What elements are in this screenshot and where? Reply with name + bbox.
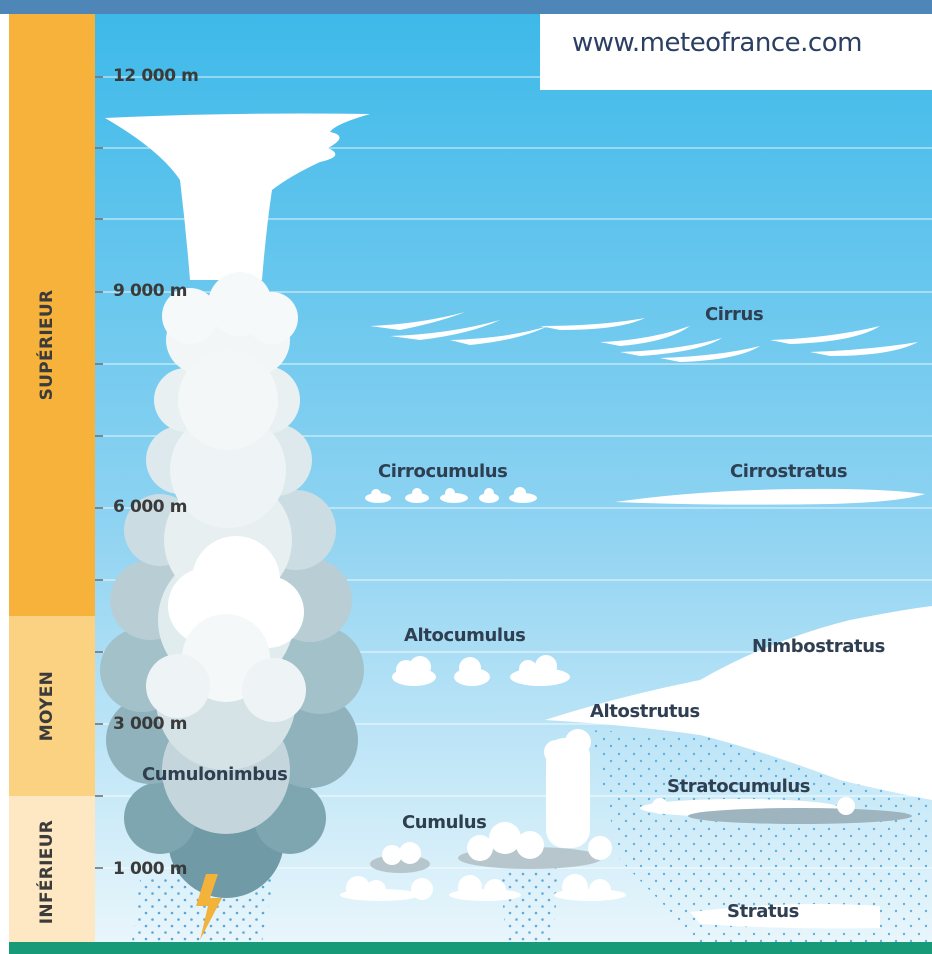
- label-stratocumulus: Stratocumulus: [667, 776, 810, 797]
- label-stratus: Stratus: [727, 901, 799, 922]
- ground-strip: [9, 942, 932, 954]
- altitude-label-1000: 1 000 m: [113, 859, 187, 879]
- top-edge: [0, 0, 932, 14]
- band-label-moyen: MOYEN: [37, 671, 57, 741]
- website-url[interactable]: www.meteofrance.com: [572, 28, 862, 58]
- altitude-label-3000: 3 000 m: [113, 714, 187, 734]
- label-cumulus: Cumulus: [402, 812, 487, 833]
- label-cumulonimbus: Cumulonimbus: [142, 764, 287, 785]
- altitude-label-12000: 12 000 m: [113, 66, 199, 86]
- label-cirrocumulus: Cirrocumulus: [378, 461, 507, 482]
- altitude-label-6000: 6 000 m: [113, 497, 187, 517]
- altitude-label-9000: 9 000 m: [113, 281, 187, 301]
- label-cirrus: Cirrus: [705, 304, 763, 325]
- label-cirrostratus: Cirrostratus: [730, 461, 847, 482]
- label-altostratus: Altostrutus: [590, 701, 700, 722]
- label-nimbostratus: Nimbostratus: [752, 636, 885, 657]
- label-altocumulus: Altocumulus: [404, 625, 525, 646]
- band-label-inferieur: INFÉRIEUR: [37, 820, 57, 924]
- band-label-superieur: SUPÉRIEUR: [37, 290, 57, 401]
